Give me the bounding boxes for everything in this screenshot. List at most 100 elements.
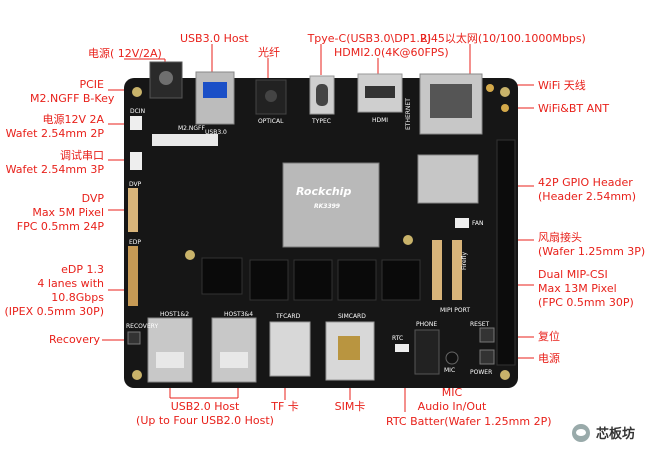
label-edp-line1: eDP 1.3: [61, 263, 104, 276]
silk-fan: FAN: [472, 220, 484, 227]
label-pcie-line1: PCIE: [79, 78, 104, 91]
ram-chip: [337, 259, 377, 301]
label-recovery: Recovery: [48, 333, 100, 346]
soc-chip: [282, 162, 380, 248]
mount-hole: [500, 370, 510, 380]
usb2-port-1: [147, 317, 193, 383]
label-mipi: Dual MIP-CSI Max 13M Pixel (FPC 0.5mm 30…: [538, 268, 634, 310]
label-gpio-line1: 42P GPIO Header: [538, 176, 633, 189]
recovery-button: [127, 331, 141, 345]
silk-usb3: USB3.0: [205, 129, 227, 136]
mipi-connector: [452, 240, 462, 300]
mount-hole: [132, 370, 142, 380]
label-gpio: 42P GPIO Header (Header 2.54mm): [538, 176, 636, 204]
label-tf: TF 卡: [271, 400, 299, 413]
label-usb2-line2: (Up to Four USB2.0 Host): [136, 414, 274, 427]
reset-button: [479, 327, 495, 343]
label-wifibt: WiFi&BT ANT: [538, 102, 610, 115]
label-usb2-line1: USB2.0 Host: [170, 400, 240, 413]
silk-recovery: RECOVERY: [126, 323, 158, 330]
label-power12v-line1: 电源12V 2A: [42, 113, 104, 126]
silk-hdmi: HDMI: [372, 117, 388, 124]
tf-slot: [269, 321, 311, 377]
label-power12v-line2: Wafet 2.54mm 2P: [5, 127, 104, 140]
label-mic-line1: MIC: [441, 386, 463, 399]
label-serial: 调试串口 Wafet 2.54mm 3P: [0, 149, 104, 177]
serial-header: [130, 152, 142, 170]
silk-host3: HOST3&4: [224, 311, 253, 318]
pcie-slot: [152, 134, 218, 146]
label-serial-line2: Wafet 2.54mm 3P: [5, 163, 104, 176]
label-power: 电源( 12V/2A): [88, 47, 162, 60]
power-button: [479, 349, 495, 365]
emmc-chip: [201, 257, 243, 295]
fan-header: [455, 218, 469, 228]
watermark: 芯板坊: [571, 423, 635, 442]
label-typec: Tpye-C(USB3.0\DP1.2) HDMI2.0(4K@60FPS): [290, 32, 449, 60]
silk-ngff: M2.NGFF: [178, 125, 205, 132]
label-fan: 风扇接头 (Wafer 1.25mm 3P): [538, 231, 645, 259]
dvp-connector: [128, 188, 138, 232]
silk-dcin: DCIN: [130, 108, 145, 115]
label-edp-line4: (IPEX 0.5mm 30P): [4, 305, 105, 318]
label-reset: 复位: [538, 330, 560, 343]
ram-chip: [249, 259, 289, 301]
ram-chip: [381, 259, 421, 301]
mount-hole: [132, 87, 142, 97]
silk-rtc: RTC: [392, 335, 403, 342]
label-usb3: USB3.0 Host: [180, 32, 249, 45]
usb3-tongue: [203, 82, 227, 98]
label-dvp: DVP Max 5M Pixel FPC 0.5mm 24P: [0, 192, 104, 234]
rtc-connector: [395, 344, 409, 352]
silk-power: POWER: [470, 369, 492, 376]
label-sim: SIM卡: [334, 400, 366, 413]
chip-brand: Rockchip: [296, 185, 351, 198]
audio-jack: [414, 329, 440, 375]
watermark-text: 芯板坊: [595, 427, 635, 442]
label-powerbtn: 电源: [538, 352, 560, 365]
wechat-icon: [571, 423, 590, 442]
label-serial-line1: 调试串口: [60, 149, 104, 162]
mount-hole: [500, 87, 510, 97]
usb2-port-2-opening: [220, 352, 248, 368]
dcin-header: [130, 116, 142, 130]
label-mipi-line3: (FPC 0.5mm 30P): [538, 296, 634, 309]
silk-dvp: DVP: [129, 181, 142, 188]
mount-hole: [403, 235, 413, 245]
silk-typec: TYPEC: [311, 118, 331, 125]
label-dvp-line1: DVP: [81, 192, 104, 205]
ram-chip: [293, 259, 333, 301]
label-mic: MIC Audio In/Out: [410, 386, 494, 414]
hdmi-opening: [365, 86, 395, 98]
wifi-connector: [486, 84, 494, 92]
label-edp: eDP 1.3 4 lanes with 10.8Gbps (IPEX 0.5m…: [0, 263, 105, 319]
label-rj45: RJ45以太网(10/100.1000Mbps): [420, 32, 586, 45]
mic-element: [445, 351, 459, 365]
usb2-port-2: [211, 317, 257, 383]
wifibt-connector: [501, 104, 509, 112]
typec-opening: [316, 84, 328, 106]
label-typec-line1: Tpye-C(USB3.0\DP1.2): [307, 32, 432, 45]
rj45-opening: [430, 84, 472, 118]
usb2-port-1-opening: [156, 352, 184, 368]
label-usb2: USB2.0 Host (Up to Four USB2.0 Host): [130, 400, 280, 428]
silk-mipi: MIPI PORT: [440, 307, 470, 314]
silk-edp: EDP: [129, 239, 141, 246]
silk-phone: PHONE: [416, 321, 437, 328]
optical-hole: [265, 90, 277, 102]
label-power12v: 电源12V 2A Wafet 2.54mm 2P: [0, 113, 104, 141]
label-dvp-line3: FPC 0.5mm 24P: [16, 220, 104, 233]
gpio-header: [496, 139, 516, 366]
label-mic-line2: Audio In/Out: [417, 400, 487, 413]
label-mipi-line2: Max 13M Pixel: [538, 282, 617, 295]
label-typec-line2: HDMI2.0(4K@60FPS): [334, 46, 449, 59]
silk-host1: HOST1&2: [160, 311, 189, 318]
label-gpio-line2: (Header 2.54mm): [538, 190, 637, 203]
label-fan-line1: 风扇接头: [538, 231, 582, 244]
silk-optical: OPTICAL: [258, 118, 284, 125]
label-mipi-line1: Dual MIP-CSI: [538, 268, 608, 281]
label-optical: 光纤: [258, 46, 280, 59]
wifi-module: [417, 154, 479, 204]
sim-contacts: [338, 336, 360, 360]
silk-firefly: Firefly: [461, 252, 468, 270]
